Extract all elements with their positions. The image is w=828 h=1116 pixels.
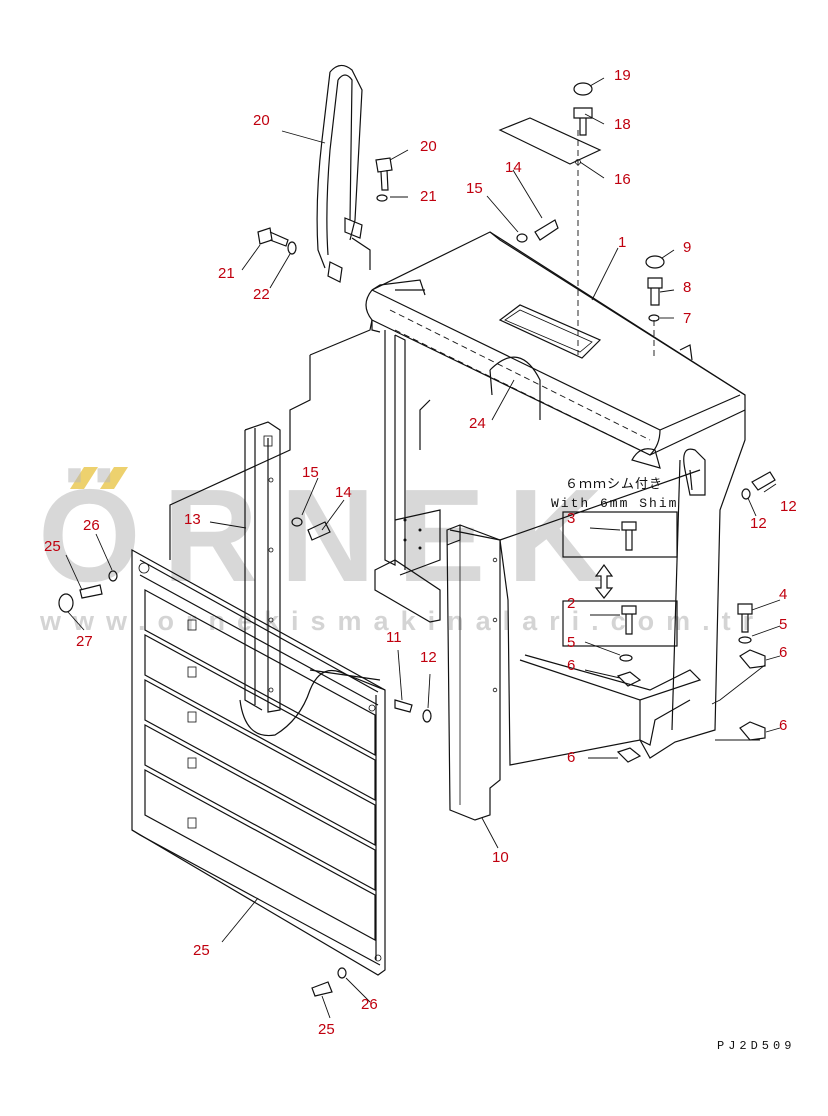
callout-8: 8 [683,279,692,296]
callout-1: 1 [618,234,627,251]
callout-13: 13 [184,511,201,528]
callout-3: 3 [567,510,576,527]
top-plate-16 [498,117,602,355]
callout-20-left: 21 [218,265,235,282]
callout-6-right-top: 6 [779,644,788,661]
callout-18: 19 [614,67,631,84]
callout-4: 4 [779,586,788,603]
callout-6-bottom: 6 [567,749,576,766]
callout-11-mid: 11 [386,629,402,646]
callout-27: 27 [76,633,93,650]
callout-14-mid: 14 [335,484,352,501]
callout-12-mid: 12 [420,649,437,666]
callout-6-right-bottom: 6 [779,717,788,734]
watermark-url: www.ornekismakinalari.com.tr [40,606,766,636]
watermark-chevron-icon [70,467,128,489]
front-grille-24 [131,548,386,976]
callout-21-left: 22 [253,286,270,303]
drawing-code: PJ2D509 [717,1039,796,1053]
callout-15-mid: 15 [302,464,319,481]
callout-21-top: 21 [420,188,437,205]
callout-14-top: 14 [505,159,522,176]
radiator-guard-body [169,231,746,766]
callout-17: 18 [614,116,631,133]
fasteners [58,82,776,997]
callout-11-right: 12 [780,498,797,515]
callout-19: 20 [253,112,270,129]
shim-box-3 [562,511,678,558]
handrail-19 [316,64,371,283]
side-cover-10 [446,524,501,821]
callout-10: 10 [492,849,509,866]
callout-2: 2 [567,595,576,612]
callout-15-top: 15 [466,180,483,197]
callout-26-left: 26 [83,517,100,534]
callout-22: 24 [469,415,486,432]
callout-5-right: 5 [779,616,788,633]
inner-vertical-support [374,330,441,623]
callout-6-center: 6 [567,657,576,674]
callout-20-top: 20 [420,138,437,155]
callout-16: 16 [614,171,631,188]
callout-7: 7 [683,310,692,327]
callout-25-left: 25 [44,538,61,555]
side-channel-13 [244,421,281,713]
shim-note-english: With 6mm Shim [551,496,679,511]
callout-26-bottom: 26 [361,996,378,1013]
shim-box-2 [562,600,678,647]
callout-5-center: 5 [567,634,576,651]
callout-9: 9 [683,239,692,256]
leader-lines [65,77,781,1019]
callout-12-right: 12 [750,515,767,532]
callout-25-bottom: 25 [318,1021,335,1038]
shim-note-japanese: ６ｍｍシム付き [565,477,664,492]
callout-24: 25 [193,942,210,959]
